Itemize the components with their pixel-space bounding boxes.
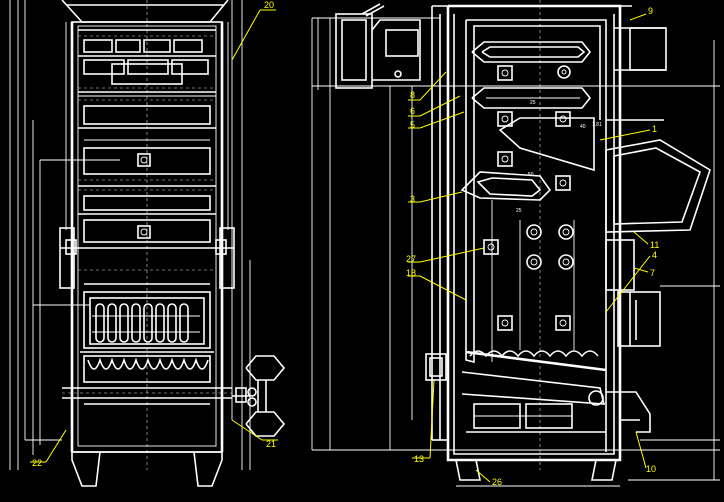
callout-26: 26 [492, 477, 502, 487]
callout-1: 1 [652, 124, 657, 134]
callout-18: 18 [406, 268, 416, 278]
callout-21: 21 [266, 439, 276, 449]
callout-27: 27 [406, 254, 416, 264]
svg-text:25: 25 [516, 208, 522, 214]
callout-5: 5 [410, 120, 415, 130]
callout-6: 6 [410, 106, 415, 116]
svg-text:50: 50 [528, 172, 534, 178]
inspection-ports [483, 65, 571, 331]
callout-13: 13 [414, 454, 424, 464]
svg-text:40: 40 [580, 124, 586, 130]
callout-20: 20 [264, 0, 274, 10]
right-section-view: 25 40 25 50 1.81 9 8 6 5 3 27 18 13 [311, 0, 720, 487]
callout-4: 4 [652, 250, 657, 260]
callout-7: 7 [650, 268, 655, 278]
callout-3: 3 [410, 194, 415, 204]
callout-9: 9 [648, 6, 653, 16]
callout-8: 8 [410, 90, 415, 100]
callout-22: 22 [32, 458, 42, 468]
callout-11: 11 [650, 240, 659, 250]
left-front-view: 20 21 22 [9, 0, 286, 487]
svg-text:1.81: 1.81 [592, 122, 602, 128]
svg-text:25: 25 [530, 100, 536, 106]
heater-coils [95, 303, 189, 343]
callout-10: 10 [646, 464, 656, 474]
